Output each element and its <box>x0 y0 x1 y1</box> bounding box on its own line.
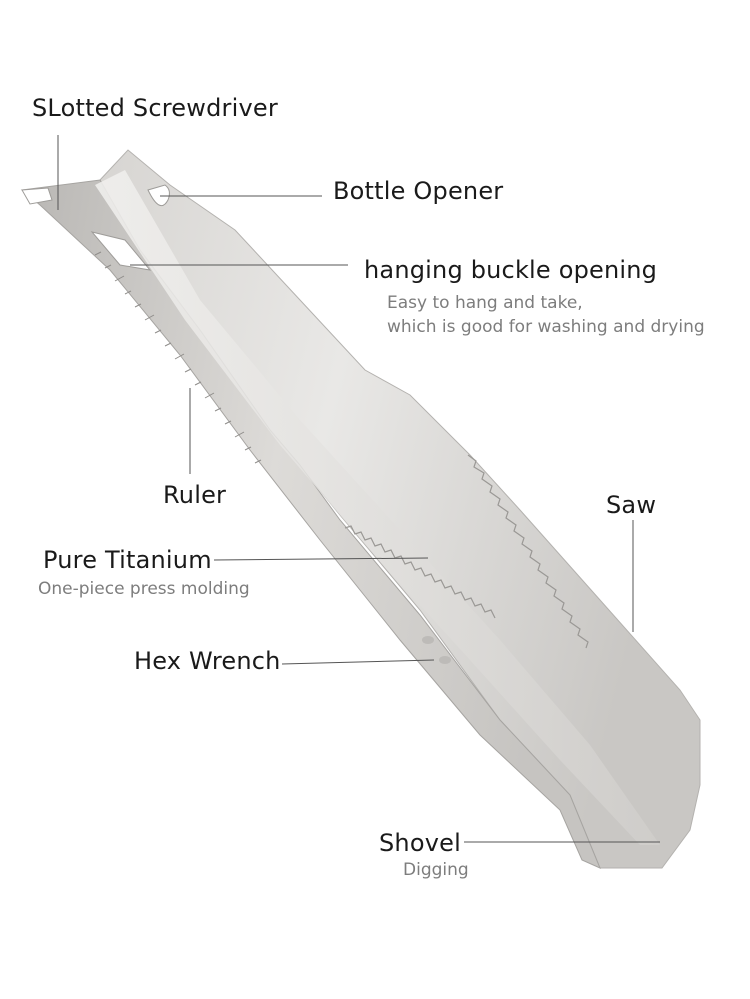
hanging-buckle-slot <box>90 231 152 271</box>
label-ruler: Ruler <box>163 481 227 509</box>
pure-titanium-desc: One-piece press molding <box>38 579 250 599</box>
label-slotted-screwdriver: SLotted Screwdriver <box>32 94 278 122</box>
label-shovel: Shovel <box>379 829 461 857</box>
hanging-buckle-desc-line2: which is good for washing and drying <box>387 317 705 337</box>
label-hex-wrench: Hex Wrench <box>134 647 281 675</box>
saw-teeth <box>467 454 589 649</box>
leader-lines <box>57 135 660 843</box>
hex-wrench-holes <box>422 636 451 664</box>
screwdriver-slot <box>21 187 53 205</box>
hex-wrench-teeth <box>344 525 496 619</box>
label-hanging-buckle: hanging buckle opening <box>364 256 658 284</box>
label-saw: Saw <box>606 491 657 519</box>
ruler-ticks <box>94 251 262 464</box>
label-bottle-opener: Bottle Opener <box>333 177 504 205</box>
bottle-opener-notch <box>147 184 170 207</box>
label-pure-titanium: Pure Titanium <box>43 546 212 574</box>
center-spine <box>95 170 660 845</box>
hanging-buckle-desc-line1: Easy to hang and take, <box>387 293 583 313</box>
shovel-desc: Digging <box>403 860 469 880</box>
